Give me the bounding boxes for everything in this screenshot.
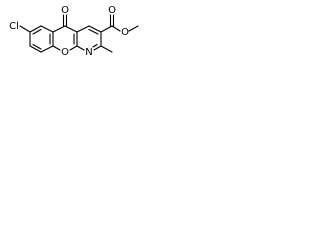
- bond: [69, 45, 78, 51]
- bond: [88, 25, 102, 33]
- double-bond: [32, 28, 42, 35]
- bond-to-ester: [100, 25, 113, 33]
- molecule-canvas: Cl O O O O N: [0, 0, 182, 74]
- double-bond: [32, 43, 42, 50]
- molecule-structure: Cl O O O O N: [9, 5, 139, 58]
- double-bond: [92, 43, 98, 48]
- bond: [76, 45, 85, 51]
- methyl-bond: [100, 45, 113, 53]
- ketone-oxygen-label: O: [61, 5, 69, 16]
- benzene-ring: [29, 25, 54, 53]
- double-bond: [88, 28, 99, 35]
- bond: [29, 45, 42, 53]
- ester-single-bond: [111, 25, 121, 32]
- ring-oxygen-label: O: [61, 47, 69, 58]
- pyridine-ring: [76, 25, 102, 51]
- ester-ether-oxygen-label: O: [121, 27, 129, 38]
- bond: [40, 45, 54, 53]
- methoxy-bond: [128, 25, 139, 32]
- bond: [52, 45, 61, 51]
- bond: [64, 25, 78, 33]
- chlorine-label: Cl: [9, 21, 19, 32]
- bond: [40, 25, 54, 33]
- ester-carbonyl-oxygen-label: O: [108, 5, 116, 16]
- bond: [93, 45, 102, 51]
- ring-nitrogen-label: N: [85, 47, 92, 58]
- bond: [76, 25, 90, 33]
- bond: [52, 25, 66, 33]
- bond-to-chlorine: [19, 25, 31, 33]
- bond: [29, 25, 42, 33]
- pyranone-ring: [52, 25, 78, 51]
